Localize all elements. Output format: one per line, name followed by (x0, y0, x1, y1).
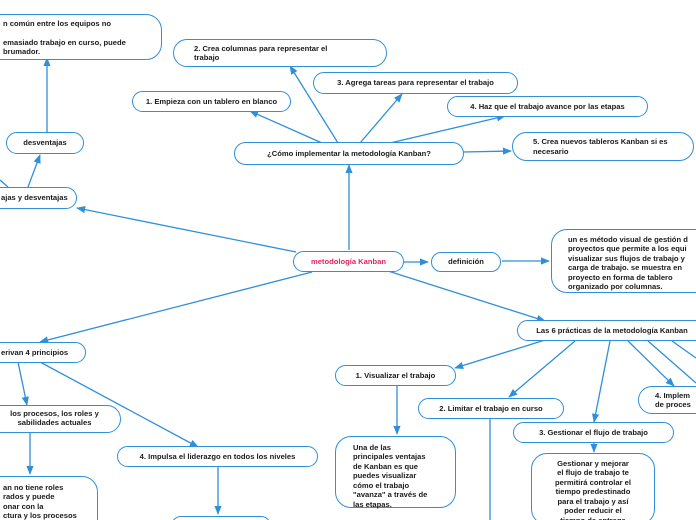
principio-procesos-label: los procesos, los roles y sabilidades ac… (10, 409, 99, 428)
principio4-node[interactable]: 4. Impulsa el liderazgo en todos los niv… (117, 446, 318, 467)
practica3-label: 3. Gestionar el flujo de trabajo (539, 427, 648, 437)
step4-label: 4. Haz que el trabajo avance por las eta… (470, 101, 625, 111)
edge-practicas-p4 (627, 340, 675, 387)
practica1-text: Una de las principales ventajas de Kanba… (353, 443, 428, 509)
step1-label: 1. Empieza con un tablero en blanco (145, 96, 278, 106)
desventajas-label: desventajas (23, 138, 67, 148)
edge-root-ventajas (76, 206, 297, 253)
ventajas-desventajas-label: ajas y desventajas (1, 193, 68, 203)
desventajas-detail-node[interactable]: n común entre los equipos no emasiado tr… (0, 14, 162, 60)
principios-label: erivan 4 principios (1, 347, 69, 357)
root-node[interactable]: metodología Kanban (293, 251, 404, 272)
edge-root-principios (39, 271, 313, 344)
edge-practicas-p6 (671, 340, 696, 359)
desventajas-node[interactable]: desventajas (6, 132, 84, 154)
edge-root-practicas (387, 270, 546, 322)
practica1-node[interactable]: 1. Visualizar el trabajo (335, 365, 456, 386)
practica1-label: 1. Visualizar el trabajo (355, 370, 436, 380)
definicion-label: definición (448, 257, 484, 267)
practica2-node[interactable]: 2. Limitar el trabajo en curso (418, 398, 564, 419)
edge-ventajas-left (0, 179, 9, 188)
definicion-text-node: un es método visual de gestión d proyect… (551, 229, 696, 293)
ventajas-desventajas-node[interactable]: ajas y desventajas (0, 187, 77, 209)
edge-principios-p4 (39, 361, 199, 448)
desventajas-detail-text: n común entre los equipos no emasiado tr… (3, 19, 126, 57)
edge-como-step5 (462, 147, 512, 155)
definicion-text: un es método visual de gestión d proyect… (568, 235, 688, 292)
edge-practicas-p2 (508, 340, 576, 398)
practica3-text-node: Gestionar y mejorar el flujo de trabajo … (531, 453, 655, 520)
edge-practicas-p1 (454, 339, 546, 370)
step5-node[interactable]: 5. Crea nuevos tableros Kanban si es nec… (512, 132, 694, 161)
como-implementar-label: ¿Cómo implementar la metodología Kanban? (267, 148, 431, 158)
practica3-node[interactable]: 3. Gestionar el flujo de trabajo (513, 422, 674, 443)
definicion-node[interactable]: definición (431, 252, 501, 272)
step2-node[interactable]: 2. Crea columnas para representar el tra… (173, 39, 387, 67)
edge-como-step1 (249, 110, 323, 144)
practica2-label: 2. Limitar el trabajo en curso (439, 403, 543, 413)
practica4-node[interactable]: 4. Implem de proces (638, 386, 696, 414)
edge-como-step2 (289, 65, 339, 144)
principio-procesos-detail-text: an no tiene roles rados y puede onar con… (3, 483, 77, 520)
practica4-label: 4. Implem de proces (655, 390, 691, 409)
principio4-child-node[interactable] (171, 516, 271, 520)
principio4-label: 4. Impulsa el liderazgo en todos los niv… (139, 451, 296, 461)
practica1-text-node: Una de las principales ventajas de Kanba… (335, 436, 456, 509)
principios-node[interactable]: erivan 4 principios (0, 342, 86, 363)
edge-practicas-p5 (647, 340, 696, 384)
practicas-node[interactable]: Las 6 prácticas de la metodología Kanban (517, 320, 696, 341)
edge-practicas-p3 (592, 340, 611, 423)
principio-procesos-detail-node: an no tiene roles rados y puede onar con… (0, 476, 98, 520)
step3-label: 3. Agrega tareas para representar el tra… (337, 78, 494, 88)
practica3-text: Gestionar y mejorar el flujo de trabajo … (555, 459, 631, 520)
como-implementar-node[interactable]: ¿Cómo implementar la metodología Kanban? (234, 142, 464, 165)
root-label: metodología Kanban (310, 256, 387, 266)
step5-label: 5. Crea nuevos tableros Kanban si es nec… (533, 137, 668, 156)
principio-procesos-node[interactable]: los procesos, los roles y sabilidades ac… (0, 405, 121, 433)
step2-label: 2. Crea columnas para representar el tra… (194, 43, 328, 62)
step1-node[interactable]: 1. Empieza con un tablero en blanco (132, 91, 291, 112)
edge-ventajas-desventajas (27, 154, 41, 188)
step3-node[interactable]: 3. Agrega tareas para representar el tra… (313, 72, 518, 94)
edge-principios-procesos (17, 361, 29, 406)
step4-node[interactable]: 4. Haz que el trabajo avance por las eta… (447, 96, 648, 117)
edge-como-step4 (389, 114, 506, 144)
edge-como-step3 (359, 93, 403, 144)
practicas-label: Las 6 prácticas de la metodología Kanban (536, 325, 688, 335)
